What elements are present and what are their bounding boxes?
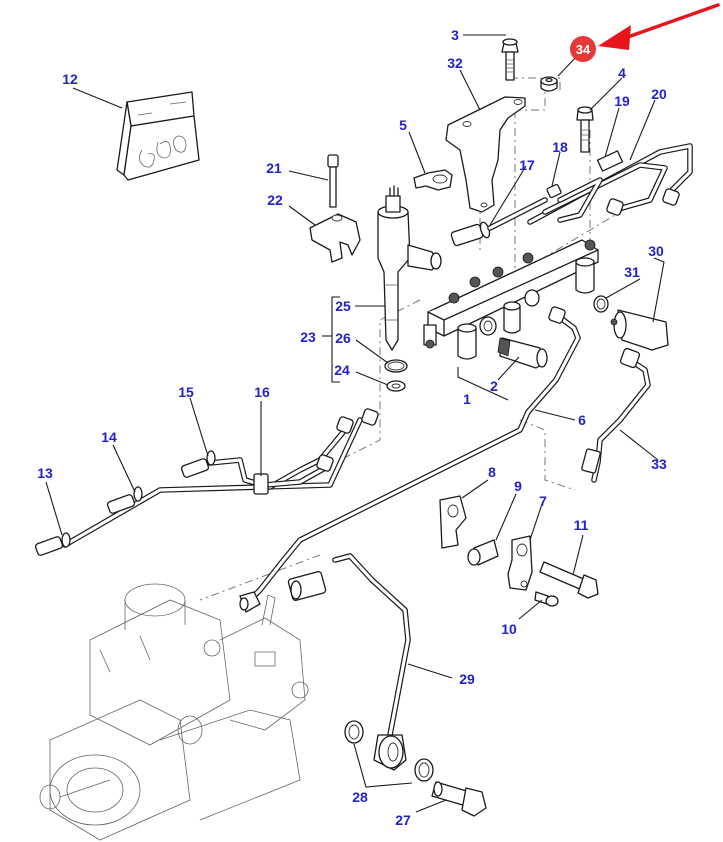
callout-28[interactable]: 28 [352,789,368,805]
callout-16[interactable]: 16 [254,384,270,400]
callout-2[interactable]: 2 [490,378,498,394]
part-2-pressure-limiting-valve[interactable] [497,337,548,369]
callout-12[interactable]: 12 [62,71,78,87]
callout-labels: 1 2 3 4 5 6 7 8 9 10 11 12 13 14 15 16 1… [37,27,667,828]
part-29-return-pipe[interactable] [287,553,411,771]
part-28-seal-washers[interactable] [344,720,434,782]
callout-33[interactable]: 33 [651,456,667,472]
callout-9[interactable]: 9 [514,478,522,494]
part-19-pipe-clamp[interactable] [596,150,624,172]
callout-4[interactable]: 4 [618,65,626,81]
part-32-bracket[interactable] [445,96,526,213]
callout-23[interactable]: 23 [300,329,316,345]
part-3-bolt[interactable] [501,38,519,81]
callout-5[interactable]: 5 [399,117,407,133]
leader-lines [45,34,665,813]
callout-26[interactable]: 26 [335,330,351,346]
part-18-pipe-fitting[interactable] [546,183,562,199]
callout-1[interactable]: 1 [463,391,471,407]
part-11-bolt[interactable] [539,561,599,599]
callout-19[interactable]: 19 [614,93,630,109]
part-4-bolt[interactable] [576,106,594,153]
callout-6[interactable]: 6 [578,412,586,428]
callout-30[interactable]: 30 [648,243,664,259]
callout-22[interactable]: 22 [267,192,283,208]
part-6-high-pressure-pipe[interactable] [239,306,581,613]
part-7-bracket[interactable] [507,535,533,591]
part-13-pipe-fitting[interactable] [34,532,71,556]
part-20-injector-pipes[interactable] [527,143,693,225]
callout-17[interactable]: 17 [519,157,535,173]
part-34-spacer[interactable] [540,76,558,92]
callout-31[interactable]: 31 [624,264,640,280]
callout-7[interactable]: 7 [539,493,547,509]
callout-20[interactable]: 20 [651,86,667,102]
callout-32[interactable]: 32 [447,55,463,71]
callout-21[interactable]: 21 [266,160,282,176]
callout-24[interactable]: 24 [334,362,350,378]
part-16-pipe-clamp[interactable] [253,473,269,495]
injector-pipes-left[interactable] [62,408,379,548]
part-25-injector[interactable] [377,185,442,351]
badge-label: 34 [576,42,591,57]
part-21-bolt[interactable] [327,154,339,208]
callout-25[interactable]: 25 [335,298,351,314]
callout-11[interactable]: 11 [574,517,589,533]
part-24-washer[interactable] [386,380,406,392]
part-10-screw[interactable] [534,591,559,607]
part-1-fuel-rail[interactable] [423,239,599,360]
callout-8[interactable]: 8 [488,464,496,480]
part-33-pipe[interactable] [581,347,651,483]
part-27-banjo-bolt[interactable] [431,781,487,817]
callout-3[interactable]: 3 [451,27,459,43]
part-9-bushing[interactable] [467,539,499,566]
part-8-bracket[interactable] [439,495,467,549]
part-15-pipe-fitting[interactable] [180,450,216,478]
part-31-washer[interactable] [593,295,609,313]
callout-14[interactable]: 14 [101,429,117,445]
highlight-arrow [598,3,720,50]
callout-29[interactable]: 29 [459,671,475,687]
part-22-clamp[interactable] [309,213,361,263]
part-17-leak-off-connector[interactable] [450,197,548,247]
part-14-pipe-fitting[interactable] [106,486,143,514]
callout-10[interactable]: 10 [501,621,517,637]
callout-13[interactable]: 13 [37,465,53,481]
callout-27[interactable]: 27 [395,812,411,828]
highlight-badge-34[interactable]: 34 [570,36,596,62]
fuel-injection-pump [39,583,309,841]
callout-15[interactable]: 15 [178,384,194,400]
part-26-seal-ring[interactable] [384,359,408,373]
part-12-clip-bag[interactable] [116,91,200,181]
part-30-rail-pressure-sensor[interactable] [610,309,669,351]
part-5-clamp[interactable] [413,169,453,191]
callout-18[interactable]: 18 [552,139,568,155]
